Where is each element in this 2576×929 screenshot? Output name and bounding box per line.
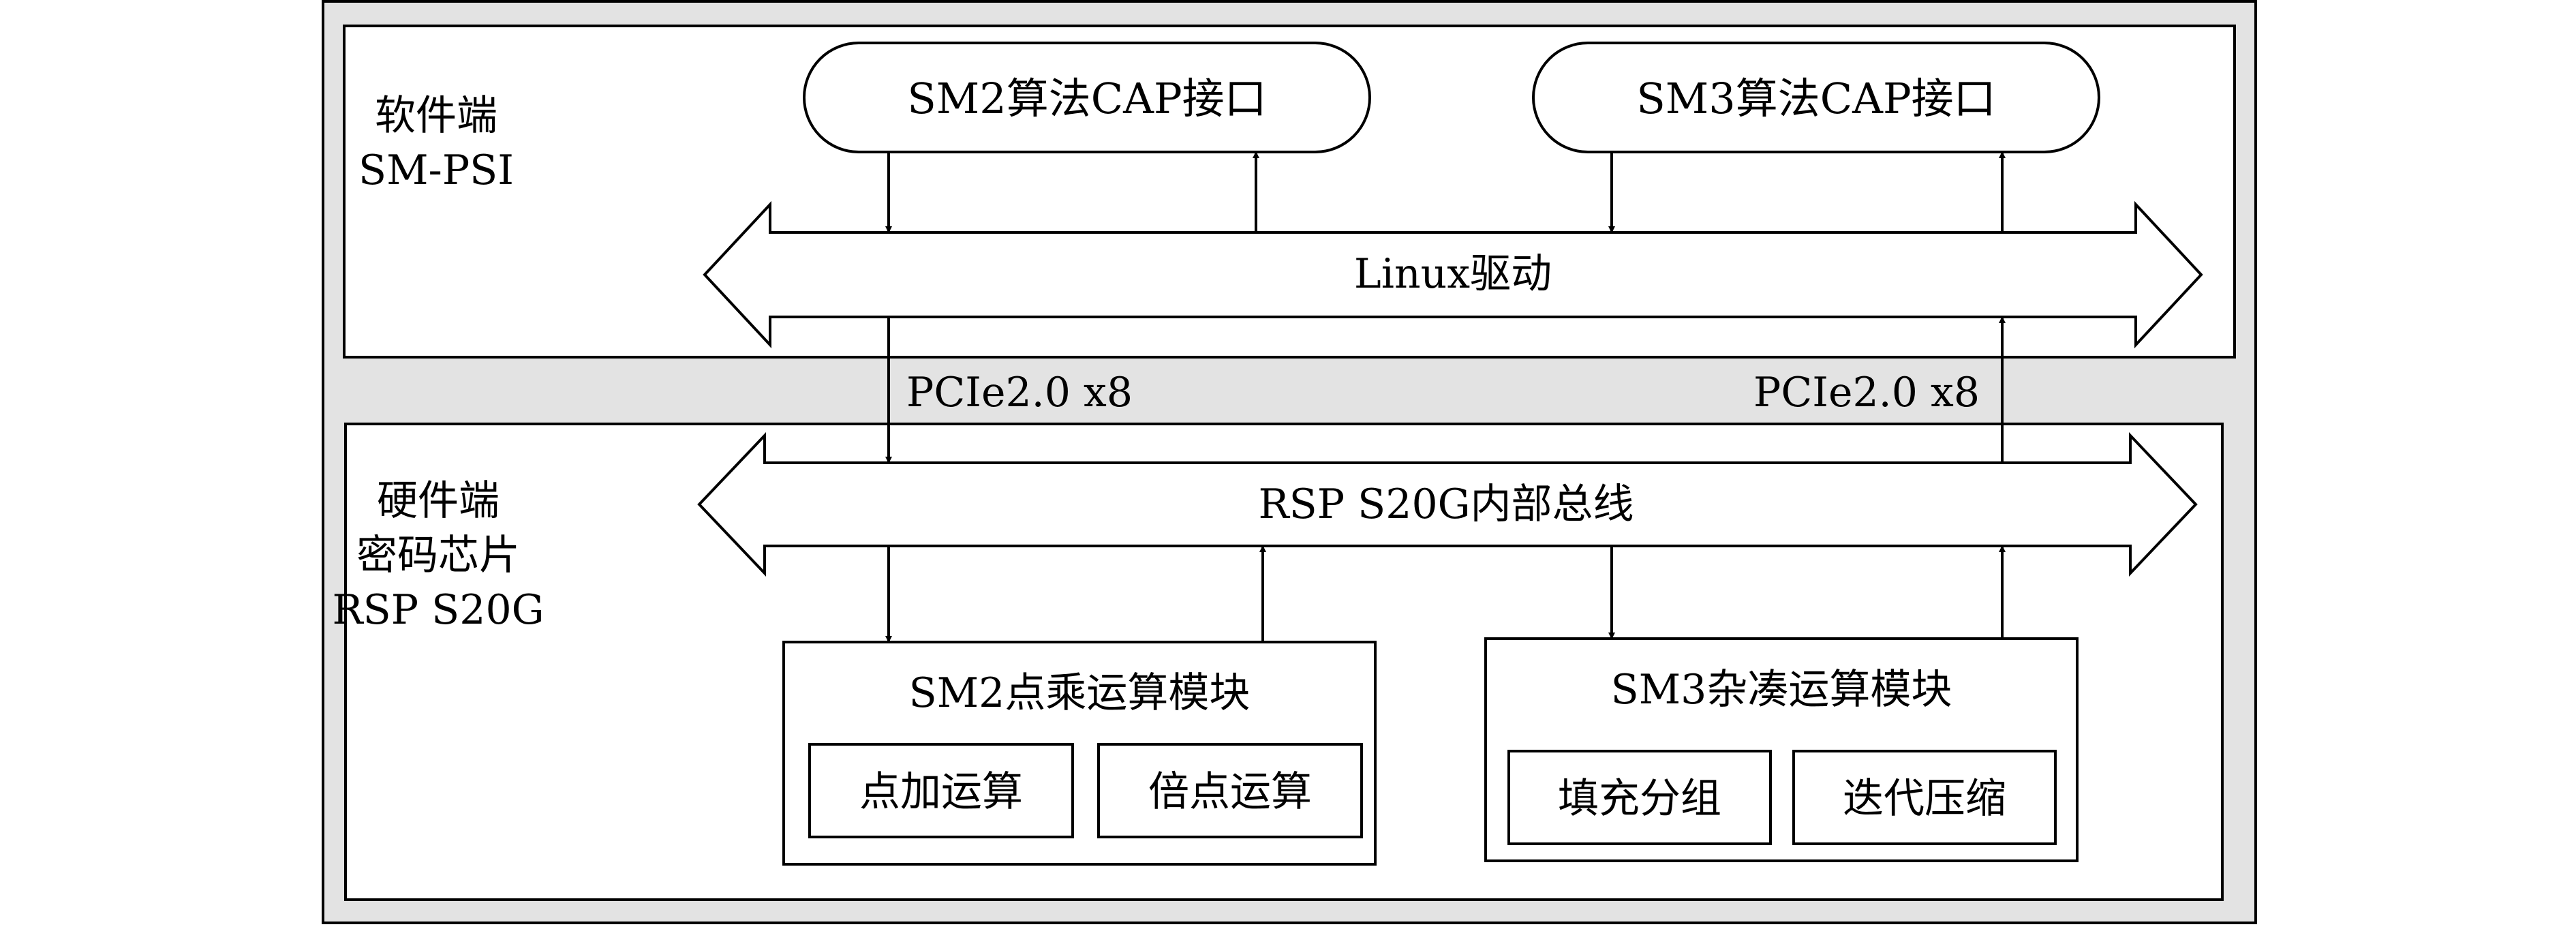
software-label-line1: 软件端 [375, 92, 497, 140]
sm2-sub1-box [808, 743, 1074, 838]
sm2-sub2-label: 倍点运算 [1148, 768, 1312, 816]
hardware-label-line1: 硬件端 [377, 477, 500, 525]
sm2-interface-box [803, 42, 1371, 153]
hardware-label-line3: RSP S20G [332, 586, 544, 634]
sm3-sub1-box [1507, 750, 1772, 845]
sm2-interface-label: SM2算法CAP接口 [907, 74, 1266, 123]
sm2-sub1-label: 点加运算 [859, 768, 1023, 816]
rsp-internal-bus [697, 431, 2198, 577]
sm3-module-title: SM3杂凑运算模块 [1611, 666, 1952, 714]
pcie-left-label: PCIe2.0 x8 [906, 369, 1133, 416]
sm3-sub1-label: 填充分组 [1558, 775, 1721, 823]
linux-driver-bus [703, 200, 2203, 349]
software-label-line2: SM-PSI [358, 147, 514, 194]
sm3-interface-label: SM3算法CAP接口 [1636, 74, 1995, 123]
sm2-sub2-box [1097, 743, 1363, 838]
sm3-sub2-box [1792, 750, 2057, 845]
sm2-module-title: SM2点乘运算模块 [909, 669, 1251, 717]
sm3-sub2-label: 迭代压缩 [1843, 775, 2006, 823]
pcie-right-label: PCIe2.0 x8 [1753, 369, 1980, 416]
sm3-interface-box [1532, 42, 2100, 153]
linux-driver-label: Linux驱动 [1354, 250, 1552, 298]
hardware-label-line2: 密码芯片 [356, 532, 520, 579]
rsp-internal-bus-label: RSP S20G内部总线 [1258, 481, 1634, 528]
